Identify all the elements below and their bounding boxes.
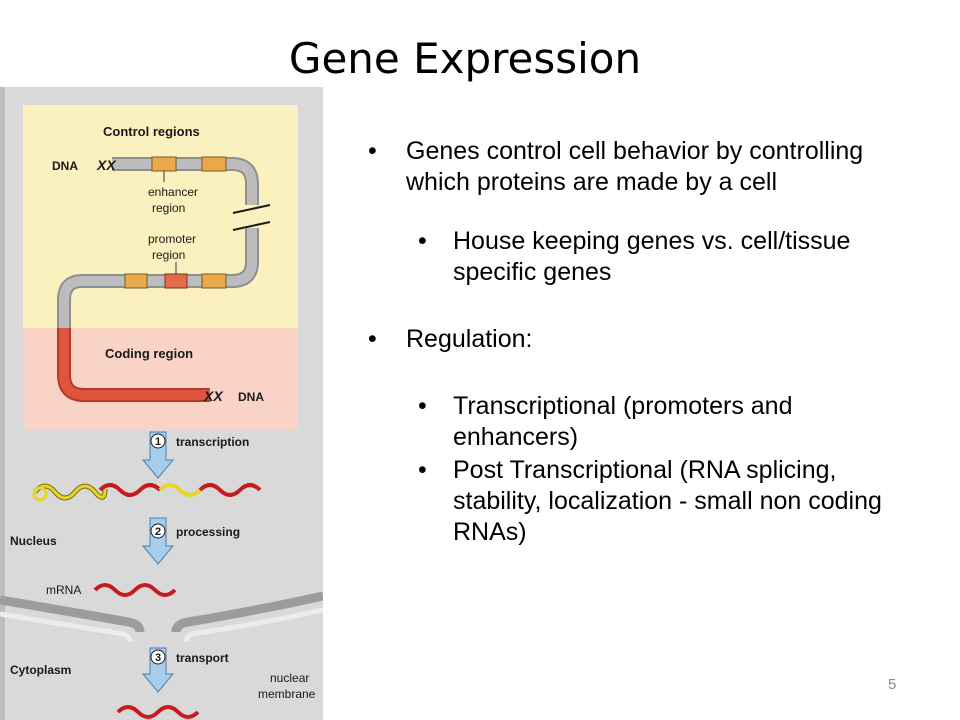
enhancer-label: enhancer (148, 185, 198, 199)
dna-end-mark-top: XX (96, 157, 117, 173)
pre-mrna-exon (198, 483, 262, 497)
promoter-label: promoter (148, 232, 196, 246)
bullet-dot: • (418, 227, 427, 255)
down-arrow-icon (141, 647, 175, 693)
mrna-cytoplasm-strand (116, 705, 200, 719)
dna-break-mark (232, 204, 271, 214)
dna-end-mark-bottom: XX (203, 388, 224, 404)
membrane-label: nuclear (270, 671, 309, 685)
promoter-block (164, 273, 188, 289)
slide-title: Gene Expression (288, 34, 642, 83)
gene-expression-figure: XX XX Control regions DNA enhancer regio… (0, 87, 323, 720)
pre-mrna-intron (158, 483, 202, 497)
nuclear-membrane-left (0, 595, 145, 633)
step-3-label: transport (176, 651, 229, 665)
figure-left-edge (0, 87, 5, 720)
bullet-dot: • (368, 137, 377, 165)
down-arrow-icon (141, 517, 175, 565)
mrna-label: mRNA (46, 583, 81, 597)
bullet-text: Post Transcriptional (RNA splicing, stab… (453, 456, 882, 546)
promoter-label-2: region (152, 248, 185, 262)
dna-label-bottom: DNA (238, 390, 264, 404)
nucleus-label: Nucleus (10, 534, 57, 548)
bullet-dot: • (368, 325, 377, 353)
bullet-regulation: • Regulation: (368, 324, 908, 355)
enhancer-block (201, 156, 227, 172)
pre-mrna-exon (98, 483, 162, 497)
enhancer-block (201, 273, 227, 289)
bullet-transcriptional: • Transcriptional (promoters and enhance… (368, 391, 908, 453)
nuclear-membrane-right (171, 591, 323, 633)
step-3-number: 3 (155, 652, 161, 664)
membrane-label-2: membrane (258, 687, 316, 701)
bullet-text: House keeping genes vs. cell/tissue spec… (453, 227, 851, 286)
down-arrow-icon (141, 431, 175, 479)
coding-region-label: Coding region (105, 346, 193, 361)
bullet-dot: • (418, 392, 427, 420)
enhancer-label-2: region (152, 201, 185, 215)
step-1-label: transcription (176, 435, 249, 449)
bullet-genes-control: • Genes control cell behavior by control… (368, 136, 908, 198)
control-regions-label: Control regions (103, 124, 200, 139)
mrna-strand (93, 583, 177, 597)
bullet-dot: • (418, 456, 427, 484)
bullet-post-transcriptional: • Post Transcriptional (RNA splicing, st… (368, 455, 908, 548)
bullet-house-keeping: • House keeping genes vs. cell/tissue sp… (368, 226, 908, 288)
enhancer-block (151, 156, 177, 172)
step-2-label: processing (176, 525, 240, 539)
page-number: 5 (888, 676, 897, 693)
step-2-number: 2 (155, 526, 161, 538)
enhancer-block (124, 273, 148, 289)
cytoplasm-label: Cytoplasm (10, 663, 71, 677)
bullet-list: • Genes control cell behavior by control… (368, 136, 908, 548)
bullet-text: Genes control cell behavior by controlli… (406, 137, 864, 196)
step-1-number: 1 (155, 436, 161, 448)
dna-label-top: DNA (52, 159, 78, 173)
bullet-text: Regulation: (406, 325, 533, 353)
bullet-text: Transcriptional (promoters and enhancers… (453, 392, 793, 451)
